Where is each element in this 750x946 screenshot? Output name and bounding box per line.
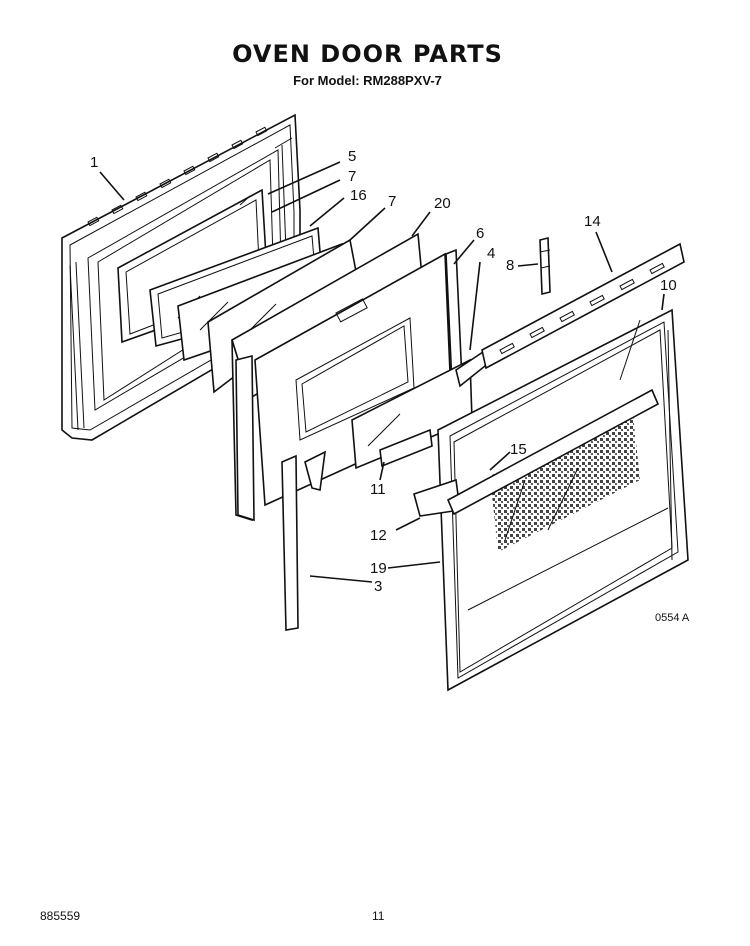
callout-7: 7 xyxy=(388,193,396,210)
drawing-code: 0554 A xyxy=(655,612,690,624)
part-8-bracket xyxy=(539,236,551,296)
callout-11: 11 xyxy=(370,481,386,498)
callout-7: 7 xyxy=(348,168,356,185)
part-11-window-glass xyxy=(351,358,473,470)
part-3-side-trim xyxy=(235,354,299,631)
callouts: 1 5 7 16 7 20 6 4 8 14 10 15 11 12 19 3 xyxy=(90,148,677,595)
callout-12: 12 xyxy=(370,527,387,544)
callout-19: 19 xyxy=(370,560,387,577)
callout-16: 16 xyxy=(350,187,367,204)
callout-1: 1 xyxy=(90,154,98,171)
model-subtitle: For Model: RM288PXV-7 xyxy=(293,73,442,88)
callout-8: 8 xyxy=(506,257,514,274)
callout-14: 14 xyxy=(584,213,601,230)
document-number: 885559 xyxy=(40,909,81,923)
callout-10: 10 xyxy=(660,277,677,294)
part-12-handle-bracket xyxy=(413,388,660,517)
callout-15: 15 xyxy=(510,441,527,458)
callout-3: 3 xyxy=(374,578,382,595)
leader-lines xyxy=(99,161,665,583)
callout-4: 4 xyxy=(487,245,495,262)
page-title: OVEN DOOR PARTS xyxy=(232,40,503,68)
page-number: 11 xyxy=(372,909,385,923)
callout-5: 5 xyxy=(348,148,356,165)
callout-20: 20 xyxy=(434,195,451,212)
callout-6: 6 xyxy=(476,225,484,242)
part-14-vent-trim xyxy=(481,242,685,370)
